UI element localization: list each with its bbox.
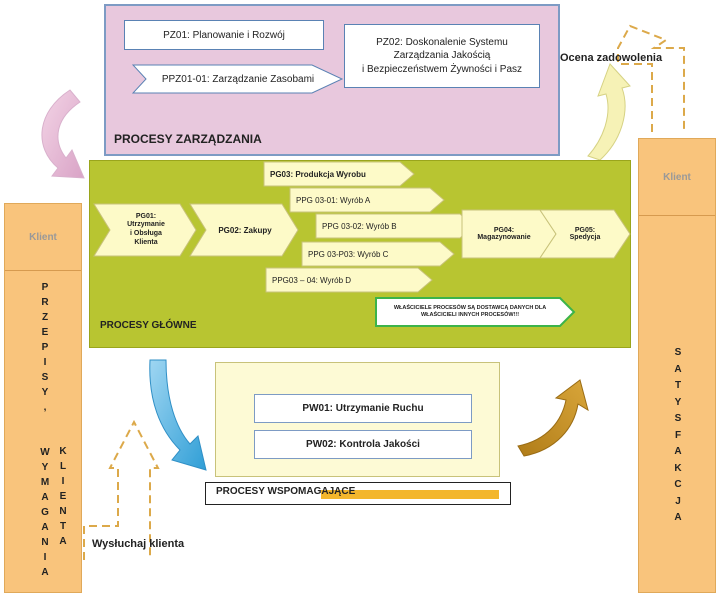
ppg03-03-arrow — [301, 241, 455, 267]
ppz01-01-arrow-shape — [132, 64, 344, 94]
support-processes-title-box: PROCESY WSPOMAGAJĄCE — [205, 482, 511, 505]
ppg03-04-label: PPG03 – 04: Wyrób D — [272, 275, 352, 285]
client-right-header: Klient — [639, 139, 715, 216]
listen-to-client-label: Wysłuchaj klienta — [92, 538, 185, 550]
management-processes-title: PROCESY ZARZĄDZANIA — [114, 132, 262, 146]
pg03-arrow — [263, 161, 415, 187]
ppg03-04-arrow — [265, 267, 433, 293]
pw02-box: PW02: Kontrola Jakości — [254, 430, 472, 459]
satisfaction-up-arrow — [587, 63, 631, 161]
pg03-label: PG03: Produkcja Wyrobu — [270, 169, 366, 179]
pw01-box: PW01: Utrzymanie Ruchu — [254, 394, 472, 423]
management-to-main-arrow — [41, 89, 85, 179]
pg04-label: PG04: Magazynowanie — [477, 227, 531, 241]
ppg03-02-label: PPG 03-02: Wyrób B — [322, 221, 397, 231]
client-output-column: Klient S A T Y S F A K C J A — [638, 138, 716, 593]
pg01-arrow — [93, 203, 197, 257]
ppg03-01-arrow — [289, 187, 445, 213]
support-processes-title: PROCESY WSPOMAGAJĄCE — [216, 486, 356, 497]
client-left-klienta-text: K L I E N T A — [59, 446, 67, 547]
ppg03-01-label: PPG 03-01: Wyrób A — [296, 195, 371, 205]
client-right-satisfaction-text: S A T Y S F A K C J A — [674, 347, 682, 523]
main-to-support-arrow — [149, 359, 207, 471]
owners-note-label: WŁAŚCICIELE PROCESÓW SĄ DOSTAWCĄ DANYCH … — [393, 305, 547, 318]
client-left-requirements-text: P R Z E P I S Y , W Y M A G A N I A — [40, 282, 50, 578]
ppz01-01-label: PPZ01-01: Zarządzanie Zasobami — [161, 73, 315, 85]
pg02-label: PG02: Zakupy — [218, 225, 272, 235]
support-to-output-arrow — [517, 379, 589, 457]
pg02-arrow — [189, 203, 299, 257]
owners-note-arrow — [375, 297, 576, 327]
main-processes-title: PROCESY GŁÓWNE — [100, 320, 197, 331]
client-left-header: Klient — [5, 204, 81, 271]
pz01-box: PZ01: Planowanie i Rozwój — [124, 20, 324, 50]
pg01-label: PG01: Utrzymanie i Obsługa Klienta — [127, 212, 165, 246]
client-input-column: Klient P R Z E P I S Y , W Y M A G A N I… — [4, 203, 82, 593]
pg05-arrow — [539, 209, 631, 259]
support-title-accent-bar — [321, 490, 499, 499]
satisfaction-dashed-arrow — [617, 24, 685, 132]
ppg03-03-label: PPG 03-P03: Wyrób C — [308, 249, 389, 259]
satisfaction-assessment-label: Ocena zadowolenia — [560, 52, 663, 64]
pg05-label: PG05: Spedycja — [569, 227, 601, 241]
listen-client-dashed-arrow — [83, 419, 160, 560]
pz02-box: PZ02: Doskonalenie Systemu Zarządzania J… — [344, 24, 540, 88]
